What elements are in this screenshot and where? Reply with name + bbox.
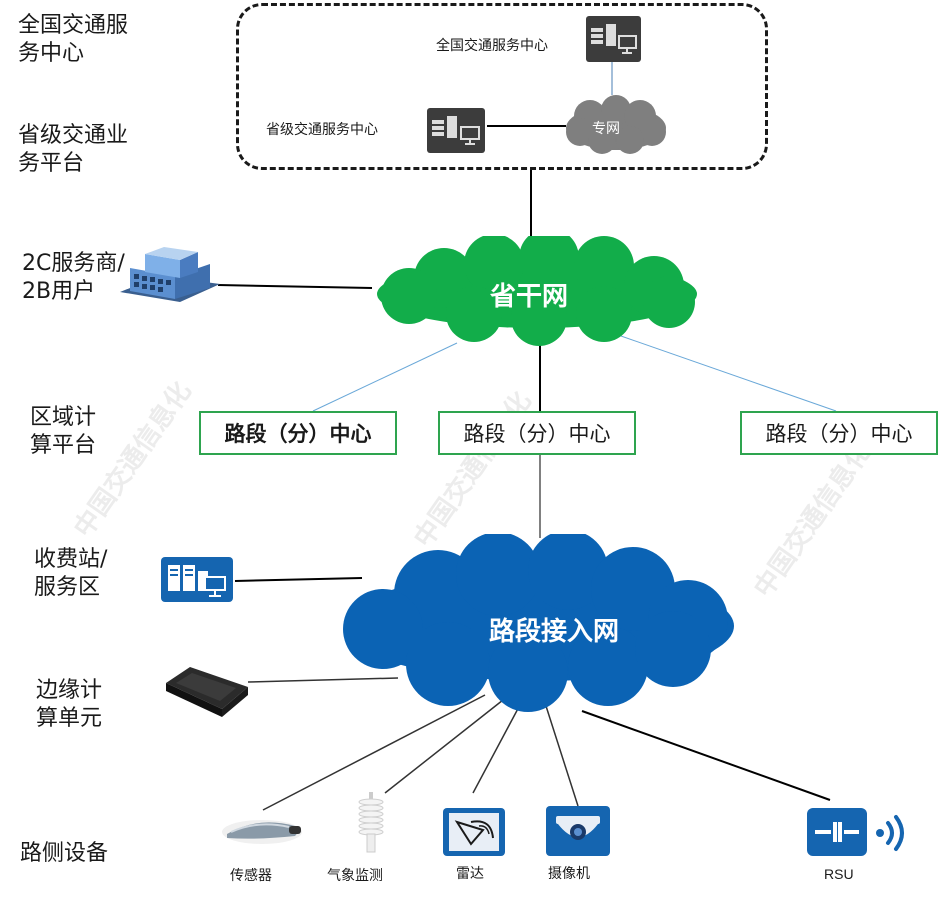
segment-center-box: 路段（分）中心 — [740, 411, 938, 455]
layer-label-edge: 边缘计算单元 — [36, 678, 103, 731]
backbone-label: 省干网 — [490, 282, 569, 312]
weather-label: 气象监测 — [327, 868, 383, 884]
layer-label-service-provider: 2C服务商/2B用户 — [22, 251, 125, 304]
layer-label-regional: 区域计算平台 — [30, 405, 97, 458]
provincial-backbone-cloud — [377, 236, 697, 346]
segment-center-box: 路段（分）中心 — [199, 411, 397, 455]
access-network-label: 路段接入网 — [489, 617, 620, 647]
radar-icon — [443, 808, 505, 856]
rsu-icon — [807, 808, 867, 856]
sensor-icon — [222, 820, 302, 844]
wireless-signal-icon — [876, 815, 904, 851]
camera-label: 摄像机 — [548, 866, 590, 882]
private-network-label: 专网 — [592, 121, 620, 137]
segment-center-box: 路段（分）中心 — [438, 411, 636, 455]
camera-icon — [546, 806, 610, 856]
layer-label-roadside: 路侧设备 — [20, 841, 109, 866]
radar-label: 雷达 — [456, 866, 484, 882]
layer-label-toll: 收费站/服务区 — [34, 547, 108, 600]
toll-station-server-icon — [161, 557, 233, 602]
rsu-label: RSU — [824, 866, 854, 882]
top-region-boundary — [236, 3, 768, 170]
edge-computing-box-icon — [166, 667, 248, 717]
national-center-icon — [586, 16, 641, 62]
layer-label-provincial: 省级交通业务平台 — [18, 123, 129, 176]
provincial-center-label: 省级交通服务中心 — [266, 122, 378, 138]
layer-label-national: 全国交通服务中心 — [18, 13, 129, 66]
provincial-center-icon — [427, 108, 485, 153]
national-center-label: 全国交通服务中心 — [436, 38, 548, 54]
office-building-icon — [120, 247, 220, 302]
sensor-label: 传感器 — [230, 868, 272, 884]
weather-station-icon — [358, 792, 384, 853]
private-network-cloud — [566, 95, 666, 154]
road-access-network-cloud — [343, 534, 734, 712]
